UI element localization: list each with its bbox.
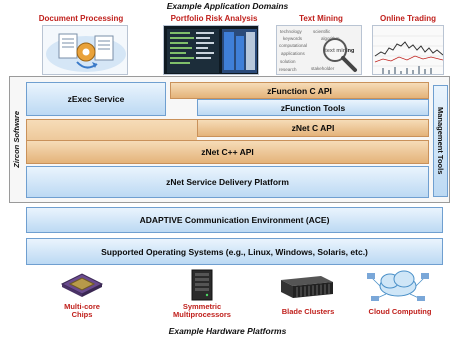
portfolio-risk-image [163, 25, 259, 75]
zircon-software-side: Zircon Software [10, 78, 22, 201]
zircon-software-label: Zircon Software [11, 111, 21, 168]
cloud-word: technology [280, 29, 303, 34]
application-domains-title: Example Application Domains [166, 1, 289, 11]
text-mining-image: technology scientific keywords algorithm… [276, 25, 362, 75]
zfunction-tools-box: zFunction Tools [197, 99, 429, 116]
operating-systems-box: Supported Operating Systems (e.g., Linux… [26, 238, 443, 265]
cloud-word: computational [279, 43, 307, 48]
management-tools-box: Management Tools [433, 85, 448, 197]
domain-label-text-mining: Text Mining [299, 14, 343, 23]
hardware-label-blade: Blade Clusters [281, 307, 335, 316]
cloud-icon [367, 270, 429, 301]
cloud-word: stakeholder [311, 66, 335, 71]
cloud-computing-image [366, 268, 430, 302]
multicore-chip-image [56, 270, 108, 300]
blade-cluster-image [277, 272, 337, 300]
znet-c-api-box: zNet C API [197, 119, 429, 137]
hardware-label-smp: Symmetric Multiprocessors [173, 302, 231, 319]
zfunction-c-api-label: zFunction C API [267, 85, 332, 96]
domain-label-online-trading: Online Trading [379, 14, 436, 23]
zexec-service-box: zExec Service [26, 82, 166, 116]
operating-systems-label: Supported Operating Systems (e.g., Linux… [101, 246, 368, 257]
zfunction-c-api-box: zFunction C API [170, 82, 429, 99]
management-tools-label: Management Tools [436, 107, 445, 175]
blade-server-icon [281, 276, 333, 298]
ace-label: ADAPTIVE Communication Environment (ACE) [139, 215, 330, 225]
hardware-label-cloud: Cloud Computing [368, 307, 432, 316]
zfunction-tools-label: zFunction Tools [280, 102, 346, 113]
znet-cpp-api-label: zNet C++ API [201, 147, 254, 157]
domain-label-document-processing: Document Processing [38, 14, 124, 23]
domain-label-portfolio-risk: Portfolio Risk Analysis [170, 14, 258, 23]
cloud-word: keywords [283, 36, 303, 41]
znet-c-api-label: zNet C API [291, 123, 335, 133]
hardware-label-multicore: Multi-core Chips [64, 302, 100, 319]
ace-box: ADAPTIVE Communication Environment (ACE) [26, 207, 443, 233]
znet-service-delivery-label: zNet Service Delivery Platform [166, 177, 289, 187]
cloud-word: algorithm [321, 36, 340, 41]
portfolio-risk-illustration [164, 26, 258, 74]
znet-cpp-api-box: zNet C++ API [26, 140, 429, 164]
online-trading-image [372, 25, 444, 75]
cloud-word: solution [280, 59, 296, 64]
text-mining-illustration: technology scientific keywords algorithm… [277, 26, 361, 74]
smp-server-image [182, 268, 222, 302]
online-trading-illustration [373, 26, 443, 74]
cloud-word: scientific [313, 29, 331, 34]
cloud-word: applications [281, 51, 306, 56]
server-icon [191, 269, 213, 301]
chip-icon [60, 273, 104, 297]
cloud-word: research [279, 67, 297, 72]
document-processing-illustration [46, 33, 126, 72]
document-processing-image [42, 25, 128, 75]
zexec-service-label: zExec Service [67, 94, 125, 104]
hardware-platforms-title: Example Hardware Platforms [168, 326, 287, 336]
cloud-word: text mining [325, 48, 354, 54]
znet-service-delivery-box: zNet Service Delivery Platform [26, 166, 429, 198]
